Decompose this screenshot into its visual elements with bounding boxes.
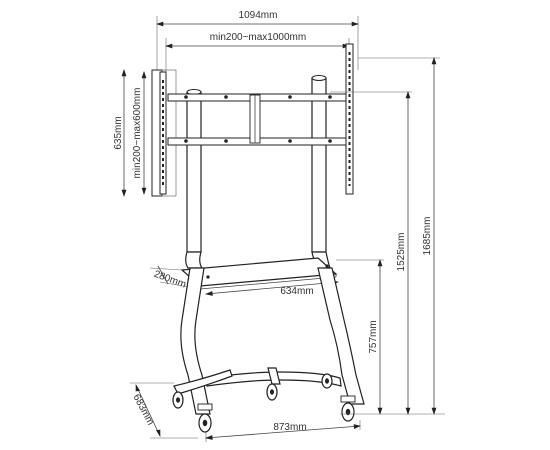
base-width-dimension <box>205 420 361 442</box>
vesa-vertical-label: min200~max600mm <box>132 88 143 179</box>
shelf-width-label: 634mm <box>280 286 313 297</box>
caster-wheel <box>172 391 184 409</box>
max-mount-height-label: 1525mm <box>396 233 407 272</box>
caster-wheel <box>340 395 356 422</box>
vesa-vertical-dimension <box>141 71 147 195</box>
overall-width-dimension <box>156 16 359 70</box>
vesa-rail-left <box>159 71 167 195</box>
lower-frame <box>173 267 365 415</box>
base-width-label: 873mm <box>273 422 306 433</box>
base-depth-dimension <box>130 382 198 439</box>
stand-uprights <box>186 75 327 253</box>
caster-wheel <box>321 373 333 389</box>
bracket-height-dimension <box>121 69 127 197</box>
base-depth-label: 683mm <box>131 393 156 428</box>
vesa-horizontal-label: min200~max1000mm <box>210 32 306 43</box>
vesa-horizontal-dimension <box>165 38 350 72</box>
caster-wheel <box>266 383 278 401</box>
shelf-height-dimension <box>336 259 384 415</box>
overall-width-label: 1094mm <box>239 10 278 21</box>
caster-wheel <box>197 403 213 433</box>
shelf-height-label: 757mm <box>368 320 379 353</box>
shelf-depth-label: 280mm <box>152 269 187 291</box>
overall-height-label: 1685mm <box>422 217 433 256</box>
max-mount-height-dimension <box>330 91 412 415</box>
overall-height-dimension <box>358 57 440 415</box>
vesa-rail-right <box>345 43 354 195</box>
bracket-height-label: 635mm <box>113 116 124 149</box>
